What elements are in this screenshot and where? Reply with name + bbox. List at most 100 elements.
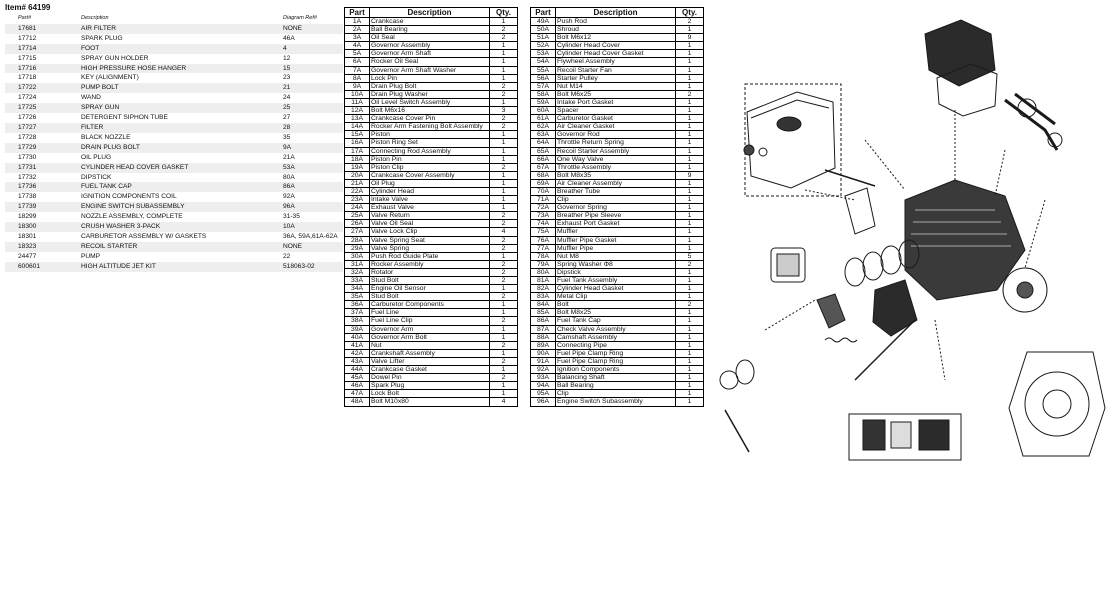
bolt-drawing-1 xyxy=(743,144,755,156)
qty-cell: 1 xyxy=(675,73,704,83)
description-cell: Muffler Pipe xyxy=(555,243,676,253)
qty-cell: 2 xyxy=(489,219,518,229)
piston-ring-2 xyxy=(862,251,884,281)
part-cell: 29A xyxy=(344,243,370,253)
part-number-cell: 17728 xyxy=(18,133,37,141)
diagram-ref-cell: 36A, 59A,61A-62A xyxy=(283,232,338,240)
qty-cell: 1 xyxy=(675,227,704,237)
description-cell: DIPSTICK xyxy=(81,173,112,181)
qty-cell: 2 xyxy=(489,33,518,43)
part-cell: 91A xyxy=(530,356,556,367)
qty-cell: 1 xyxy=(489,324,518,334)
part-number-cell: 17718 xyxy=(18,74,37,82)
qty-cell: 1 xyxy=(675,381,704,391)
part-cell: 37A xyxy=(344,308,370,318)
description-cell: Drain Plug Washer xyxy=(369,89,490,99)
part-cell: 72A xyxy=(530,203,556,213)
description-cell: CYLINDER HEAD COVER GASKET xyxy=(81,162,283,173)
qty-cell: 1 xyxy=(675,292,704,302)
qty-cell: 1 xyxy=(675,203,704,213)
part-cell: 10A xyxy=(344,89,370,99)
part-number-cell: 17729 xyxy=(5,142,81,153)
qty-cell: 2 xyxy=(489,81,518,91)
description-cell: Valve Lock Clip xyxy=(369,227,490,237)
qty-cell: 2 xyxy=(675,16,704,27)
qty-cell: 2 xyxy=(489,259,518,269)
part-cell: 52A xyxy=(530,41,556,51)
part-cell: 90A xyxy=(530,348,556,358)
part-header: Part xyxy=(344,7,370,18)
qty-cell: 4 xyxy=(489,227,518,237)
qty-cell: 5 xyxy=(675,251,704,261)
description-cell: Carburetor Gasket xyxy=(555,114,676,124)
qty-cell: 1 xyxy=(675,316,704,326)
description-cell: Push Rod Guide Plate xyxy=(369,251,490,261)
part-cell: 56A xyxy=(530,73,556,83)
item-title: Item# 64199 xyxy=(5,3,51,12)
description-header: Description xyxy=(369,7,490,18)
description-cell: Ball Bearing xyxy=(369,25,490,35)
description-cell: Fuel Line xyxy=(369,308,490,318)
description-cell: Nut M8 xyxy=(555,251,676,261)
qty-cell: 1 xyxy=(675,41,704,51)
description-cell: Muffler Pipe Gasket xyxy=(555,235,676,245)
parts-list-header-row: Part# Description Diagram Ref# xyxy=(5,14,343,24)
qty-cell: 1 xyxy=(489,178,518,188)
description-cell: Rocker Assembly xyxy=(369,259,490,269)
qty-cell: 3 xyxy=(489,106,518,116)
part-cell: 44A xyxy=(344,365,370,375)
diagram-ref-cell: 4 xyxy=(283,43,343,54)
part-cell: 13A xyxy=(344,114,370,124)
qty-cell: 1 xyxy=(675,284,704,294)
qty-cell: 2 xyxy=(675,300,704,310)
part-cell: 14A xyxy=(344,122,370,132)
crankcase-cover-drawing xyxy=(872,279,918,337)
part-cell: 64A xyxy=(530,138,556,148)
part-cell: 95A xyxy=(530,389,556,399)
description-cell: Governor Arm xyxy=(369,324,490,334)
description-cell: Ball Bearing xyxy=(555,381,676,391)
description-cell: ENGINE SWITCH SUBASSEMBLY xyxy=(81,202,283,213)
description-cell: Air Cleaner Gasket xyxy=(555,122,676,132)
qty-cell: 2 xyxy=(489,114,518,124)
engine-table-a-header-row: Part Description Qty. xyxy=(344,7,518,18)
description-cell: Drain Plug Bolt xyxy=(369,81,490,91)
part-number-cell: 18299 xyxy=(18,213,37,221)
part-cell: 96A xyxy=(530,397,556,407)
description-cell: DRAIN PLUG BOLT xyxy=(81,142,283,153)
throttle-spring-drawing xyxy=(824,337,858,343)
description-cell: Bolt M6x16 xyxy=(369,106,490,116)
diagram-ref-cell: 9A xyxy=(283,142,343,153)
description-cell: Breather Pipe Sleeve xyxy=(555,211,676,221)
description-cell: Crankshaft Assembly xyxy=(369,348,490,358)
qty-cell: 1 xyxy=(675,340,704,350)
part-cell: 32A xyxy=(344,267,370,278)
